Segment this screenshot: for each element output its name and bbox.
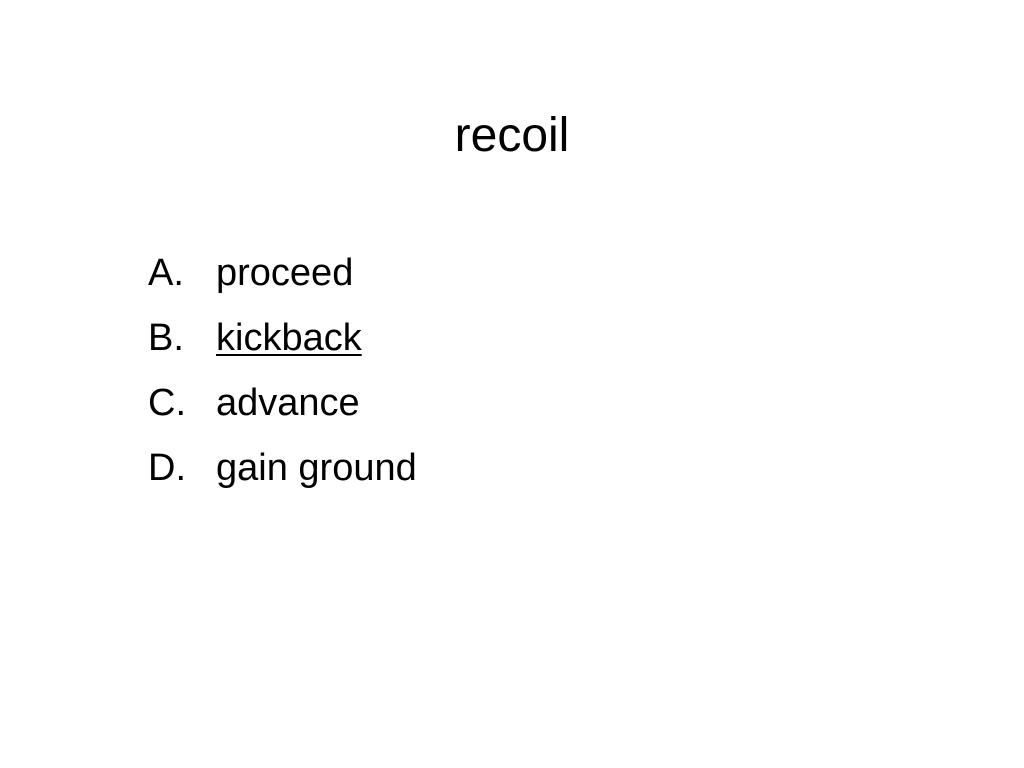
slide-title: recoil: [454, 109, 570, 162]
option-text: gain ground: [216, 447, 417, 489]
option-letter: D.: [148, 447, 186, 489]
option-b: B. kickback: [148, 309, 417, 374]
option-a: A. proceed: [148, 244, 417, 309]
option-letter: C.: [148, 382, 186, 424]
option-letter: A.: [148, 252, 184, 294]
option-d: D. gain ground: [148, 439, 417, 504]
option-text-correct-answer: kickback: [216, 317, 362, 359]
option-c: C. advance: [148, 374, 417, 439]
option-letter: B.: [148, 317, 184, 359]
option-text: advance: [216, 382, 360, 424]
option-text: proceed: [216, 252, 354, 294]
answer-options-list: A. proceed B. kickback C. advance D. gai…: [148, 244, 417, 504]
